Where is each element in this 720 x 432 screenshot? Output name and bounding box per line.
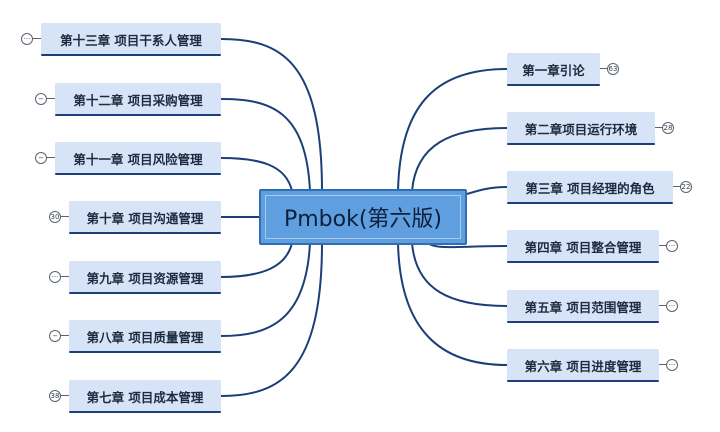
topic-ch4[interactable]: 第四章 项目整合管理 (507, 230, 659, 263)
badge-connector (659, 305, 668, 306)
expand-indicator-icon[interactable]: ··· (666, 300, 678, 312)
topic-ch1[interactable]: 第一章引论 (507, 53, 600, 86)
topic-label: 第九章 项目资源管理 (86, 270, 204, 286)
badge-connector (46, 157, 55, 158)
topic-ch11[interactable]: 第十一章 项目风险管理 (55, 142, 221, 175)
connector-ch5 (411, 242, 508, 307)
connector-ch9 (220, 242, 293, 278)
root-topic[interactable]: Pmbok(第六版) (259, 189, 467, 245)
topic-ch5[interactable]: 第五章 项目范围管理 (507, 290, 659, 323)
topic-label: 第三章 项目经理的角色 (525, 180, 655, 196)
topic-label: 第八章 项目质量管理 (86, 329, 204, 345)
badge-connector (600, 68, 609, 69)
expand-indicator-icon[interactable]: ··· (49, 271, 61, 283)
collapsed-count-icon[interactable]: 22 (680, 181, 692, 193)
topic-ch9[interactable]: 第九章 项目资源管理 (69, 261, 221, 294)
topic-ch2[interactable]: 第二章项目运行环境 (507, 112, 655, 145)
badge-connector (32, 38, 41, 39)
collapsed-count-icon[interactable]: 28 (662, 122, 674, 134)
badge-connector (60, 216, 69, 217)
topic-ch8[interactable]: 第八章 项目质量管理 (69, 320, 221, 353)
collapsed-count-icon[interactable]: 63 (607, 63, 619, 75)
collapse-indicator-icon[interactable]: − (49, 330, 61, 342)
connector-ch11 (220, 157, 293, 192)
topic-label: 第十一章 项目风险管理 (73, 151, 203, 167)
topic-label: 第十章 项目沟通管理 (86, 210, 204, 226)
collapse-indicator-icon[interactable]: − (35, 152, 47, 164)
badge-connector (659, 245, 668, 246)
collapsed-count-icon[interactable]: 38 (49, 390, 61, 402)
badge-connector (60, 276, 69, 277)
topic-ch12[interactable]: 第十二章 项目采购管理 (55, 83, 221, 116)
expand-indicator-icon[interactable]: ··· (666, 359, 678, 371)
topic-label: 第六章 项目进度管理 (524, 358, 642, 374)
badge-connector (60, 395, 69, 396)
topic-label: 第一章引论 (522, 62, 585, 78)
expand-indicator-icon[interactable]: ··· (666, 240, 678, 252)
root-topic-label: Pmbok(第六版) (283, 207, 443, 232)
topic-ch7[interactable]: 第七章 项目成本管理 (69, 380, 221, 413)
topic-ch10[interactable]: 第十章 项目沟通管理 (69, 201, 221, 234)
badge-connector (655, 127, 664, 128)
expand-indicator-icon[interactable]: ··· (21, 33, 33, 45)
topic-ch3[interactable]: 第三章 项目经理的角色 (507, 171, 673, 204)
connector-ch7 (220, 242, 323, 397)
connector-ch8 (220, 242, 311, 337)
topic-label: 第七章 项目成本管理 (86, 389, 204, 405)
badge-connector (46, 98, 55, 99)
collapsed-count-icon[interactable]: 30 (49, 211, 61, 223)
connector-ch12 (220, 98, 311, 192)
badge-connector (60, 335, 69, 336)
topic-ch13[interactable]: 第十三章 项目干系人管理 (41, 23, 221, 56)
topic-label: 第十三章 项目干系人管理 (60, 32, 202, 48)
connector-ch2 (411, 127, 508, 192)
badge-connector (673, 186, 682, 187)
connector-ch13 (220, 38, 323, 192)
topic-label: 第十二章 项目采购管理 (73, 92, 203, 108)
connector-ch3 (466, 186, 508, 195)
badge-connector (659, 364, 668, 365)
collapse-indicator-icon[interactable]: − (35, 93, 47, 105)
connector-ch1 (397, 68, 508, 192)
topic-label: 第二章项目运行环境 (524, 121, 638, 137)
topic-label: 第五章 项目范围管理 (524, 299, 642, 315)
topic-ch6[interactable]: 第六章 项目进度管理 (507, 349, 659, 382)
connector-ch6 (397, 242, 508, 366)
topic-label: 第四章 项目整合管理 (524, 239, 642, 255)
